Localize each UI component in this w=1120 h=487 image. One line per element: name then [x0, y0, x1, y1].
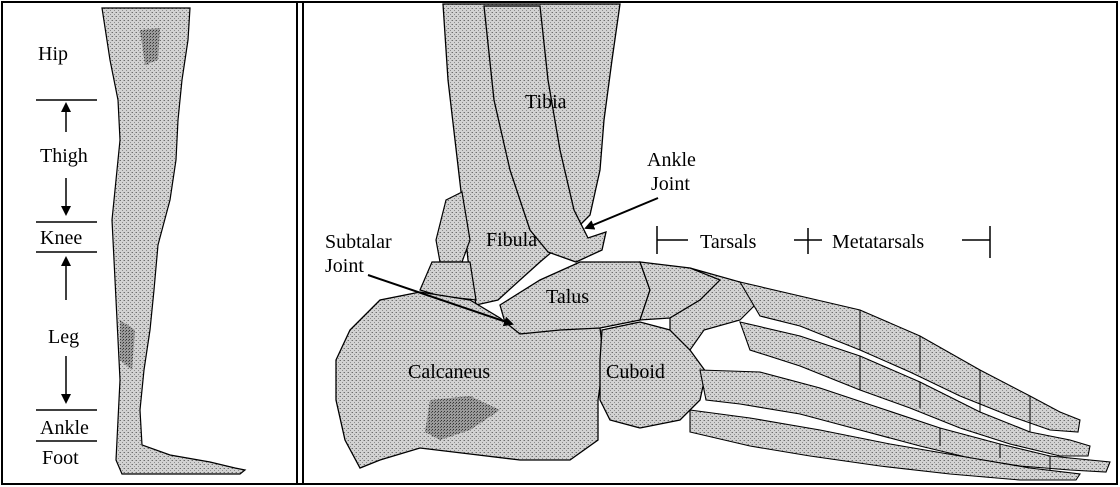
- label-thigh: Thigh: [40, 145, 88, 167]
- label-cuboid: Cuboid: [606, 361, 665, 383]
- left-panel: Hip Thigh Knee Leg Ankle Foot: [36, 8, 245, 474]
- label-hip: Hip: [38, 43, 68, 65]
- label-ankle-joint-line1: Ankle: [647, 149, 696, 171]
- label-subtalar-joint-line2: Joint: [325, 255, 364, 277]
- right-panel: Tibia Ankle Joint Fibula Tarsals Metatar…: [325, 4, 1110, 480]
- leg-silhouette: [102, 8, 245, 474]
- label-metatarsals: Metatarsals: [832, 231, 924, 253]
- label-calcaneus: Calcaneus: [408, 361, 490, 383]
- label-foot: Foot: [42, 447, 79, 469]
- label-ankle: Ankle: [40, 417, 89, 439]
- arrow-ankle-joint: [586, 198, 658, 228]
- label-tarsals: Tarsals: [700, 231, 757, 253]
- label-leg: Leg: [48, 326, 79, 348]
- label-subtalar-joint-line1: Subtalar: [325, 231, 392, 253]
- label-knee: Knee: [40, 227, 82, 249]
- label-tibia: Tibia: [525, 91, 567, 113]
- label-talus: Talus: [546, 286, 589, 308]
- label-ankle-joint-line2: Joint: [651, 173, 690, 195]
- label-fibula: Fibula: [486, 229, 537, 251]
